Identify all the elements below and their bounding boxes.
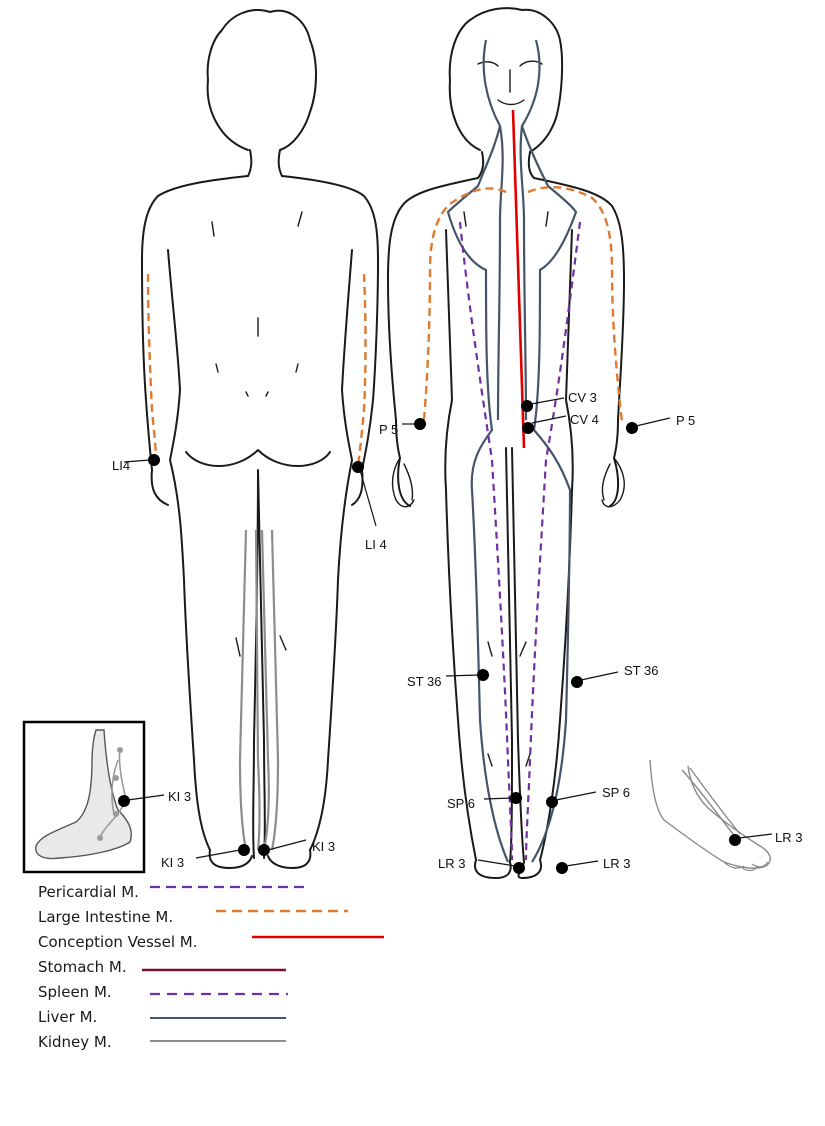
point-cv4 [522,422,534,434]
point-li4-right [352,461,364,473]
back-neck [248,150,282,176]
side-foot-toes [724,862,768,871]
front-head [450,8,562,152]
front-feet [475,860,541,878]
label-cv3: CV 3 [568,390,597,405]
label-p5-right: P 5 [676,413,695,428]
point-lr3-foot [729,834,741,846]
legend-label-large-intestine: Large Intestine M. [38,908,173,926]
point-ki3-inset [118,795,130,807]
back-head [208,10,316,150]
label-ki3-left: KI 3 [161,855,184,870]
label-li4-left: LI4 [112,458,130,473]
point-p5-right [626,422,638,434]
label-sp6-right: SP 6 [602,785,630,800]
label-ki3-right: KI 3 [312,839,335,854]
leader-sp6-right [556,792,596,800]
label-lr3-foot: LR 3 [775,830,802,845]
point-st36-right [571,676,583,688]
side-foot-outline [650,760,770,868]
label-p5-left: P 5 [379,422,398,437]
large-intestine-meridian-front-right [528,187,622,422]
point-sp6-right [546,796,558,808]
back-buttocks [186,450,330,466]
back-body-outline [142,176,378,505]
acupoints: LI4 LI 4 KI 3 KI 3 KI 3 P 5 P 5 CV 3 CV [112,390,802,874]
label-ki3-inset: KI 3 [168,789,191,804]
leader-st36-right [581,672,618,680]
label-lr3-right: LR 3 [603,856,630,871]
side-foot-illustration [650,760,770,871]
legend-label-liver: Liver M. [38,1008,97,1026]
liver-meridian-left [448,40,508,862]
legend-label-spleen: Spleen M. [38,983,112,1001]
legend-label-stomach: Stomach M. [38,958,127,976]
leader-st36-left [446,675,479,676]
leader-cv3 [531,398,564,404]
label-sp6-left: SP 6 [447,796,475,811]
label-st36-left: ST 36 [407,674,441,689]
point-lr3-left [513,862,525,874]
back-view-figure [142,10,378,868]
leader-p5-right [636,418,670,426]
leader-cv4 [532,416,566,423]
kidney-meridian-left [240,530,246,850]
point-cv3 [521,400,533,412]
kidney-meridian-right-inner [272,530,278,850]
legend: Pericardial M. Large Intestine M. Concep… [38,883,384,1051]
large-intestine-meridian-back-right [358,274,366,466]
label-lr3-left: LR 3 [438,856,465,871]
leader-ki3-left [196,850,240,858]
conception-vessel-meridian [513,110,524,448]
label-cv4: CV 4 [570,412,599,427]
point-lr3-right [556,862,568,874]
leader-sp6-left [484,798,512,799]
leader-lr3-right [566,861,598,866]
front-view-figure [388,8,624,878]
legend-label-conception-vessel: Conception Vessel M. [38,933,198,951]
leader-li4-right [360,470,376,526]
legend-label-pericardial: Pericardial M. [38,883,139,901]
label-li4-right: LI 4 [365,537,387,552]
pericardial-meridian-right [526,222,580,860]
label-st36-right: ST 36 [624,663,658,678]
front-hand-right [602,458,624,507]
legend-label-kidney: Kidney M. [38,1033,112,1051]
